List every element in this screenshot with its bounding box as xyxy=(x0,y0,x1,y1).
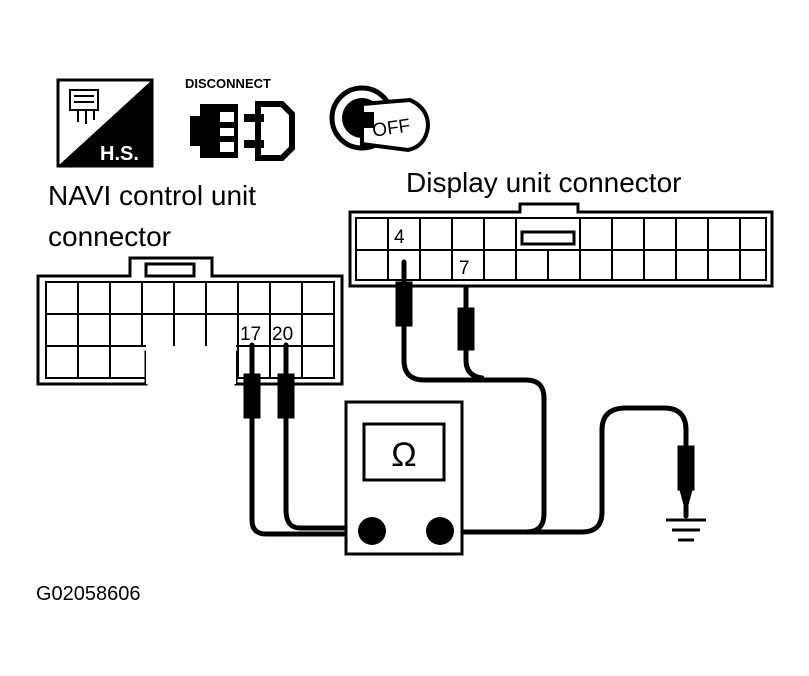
ohmmeter: Ω xyxy=(344,400,464,556)
disconnect-icon: DISCONNECT xyxy=(185,76,295,161)
display-pin-4-label: 4 xyxy=(394,227,405,248)
display-pin-7-label: 7 xyxy=(459,258,470,279)
ground-icon xyxy=(666,518,706,542)
navi-connector-label-line2: connector xyxy=(48,221,171,252)
test-leads xyxy=(249,259,689,537)
navi-connector: NAVI control unit connector 17 20 xyxy=(36,180,344,386)
meter-jack-right xyxy=(426,517,454,545)
navi-pin-20-label: 20 xyxy=(272,324,293,345)
hs-icon-label: H.S. xyxy=(100,143,139,165)
display-connector-label: Display unit connector xyxy=(406,167,681,198)
display-connector: Display unit connector 4 7 xyxy=(348,167,774,288)
test-probes xyxy=(243,281,695,514)
ignition-key-off-icon: OFF xyxy=(329,85,431,153)
harness-side-icon: H.S. xyxy=(56,78,154,168)
ohm-symbol: Ω xyxy=(391,436,416,474)
disconnect-icon-label: DISCONNECT xyxy=(185,76,271,91)
figure-id: G02058606 xyxy=(36,583,141,605)
meter-jack-left xyxy=(358,517,386,545)
navi-pin-17-label: 17 xyxy=(240,324,261,345)
navi-connector-label-line1: NAVI control unit xyxy=(48,180,256,211)
key-off-label: OFF xyxy=(371,116,412,142)
